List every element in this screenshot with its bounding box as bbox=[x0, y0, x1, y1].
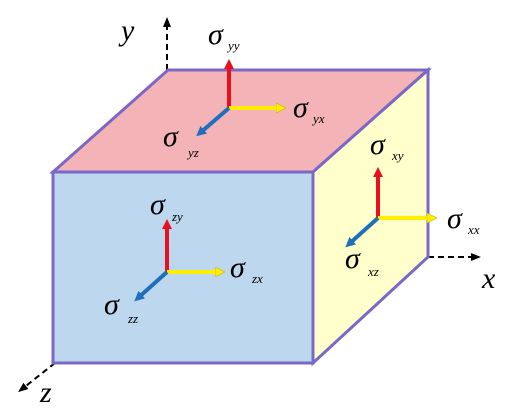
label-sigma-xy: σ xy bbox=[370, 128, 404, 163]
subscript-yy: yy bbox=[226, 38, 240, 53]
subscript-yx: yx bbox=[311, 111, 325, 126]
sigma-symbol: σ bbox=[230, 251, 246, 284]
label-sigma-xz: σ xz bbox=[345, 242, 379, 279]
y-axis-label: y bbox=[118, 14, 135, 47]
sigma-symbol: σ bbox=[370, 128, 386, 161]
subscript-zx: zx bbox=[251, 271, 263, 286]
subscript-xz: xz bbox=[367, 264, 379, 279]
sigma-zz-arrow bbox=[134, 270, 169, 302]
sigma-symbol: σ bbox=[150, 188, 166, 221]
z-axis-line bbox=[18, 362, 56, 393]
sigma-symbol: σ bbox=[345, 242, 361, 275]
sigma-symbol: σ bbox=[208, 18, 224, 51]
label-sigma-zz: σ zz bbox=[104, 288, 138, 326]
z-axis-label: z bbox=[39, 376, 52, 409]
front-face-stresses bbox=[134, 219, 220, 302]
label-sigma-zy: σ zy bbox=[150, 188, 183, 224]
subscript-xy: xy bbox=[391, 148, 404, 163]
subscript-xx: xx bbox=[467, 222, 480, 237]
right-face-stresses bbox=[345, 167, 432, 248]
subscript-zy: zy bbox=[171, 209, 183, 224]
sigma-yz-arrow bbox=[196, 106, 231, 137]
sigma-xz-arrow bbox=[345, 216, 380, 248]
label-sigma-xx: σ xx bbox=[447, 202, 480, 237]
label-sigma-zx: σ zx bbox=[230, 251, 263, 286]
sigma-symbol: σ bbox=[104, 288, 120, 321]
subscript-yz: yz bbox=[186, 145, 199, 160]
label-sigma-yx: σ yx bbox=[293, 91, 325, 126]
sigma-symbol: σ bbox=[293, 91, 309, 124]
sigma-symbol: σ bbox=[163, 120, 179, 153]
subscript-zz: zz bbox=[127, 311, 138, 326]
x-axis-label: x bbox=[481, 262, 496, 295]
front-face bbox=[51, 170, 315, 365]
label-sigma-yz: σ yz bbox=[163, 120, 199, 160]
sigma-symbol: σ bbox=[447, 202, 463, 235]
top-face-stresses bbox=[196, 59, 281, 137]
label-sigma-yy: σ yy bbox=[208, 18, 240, 53]
